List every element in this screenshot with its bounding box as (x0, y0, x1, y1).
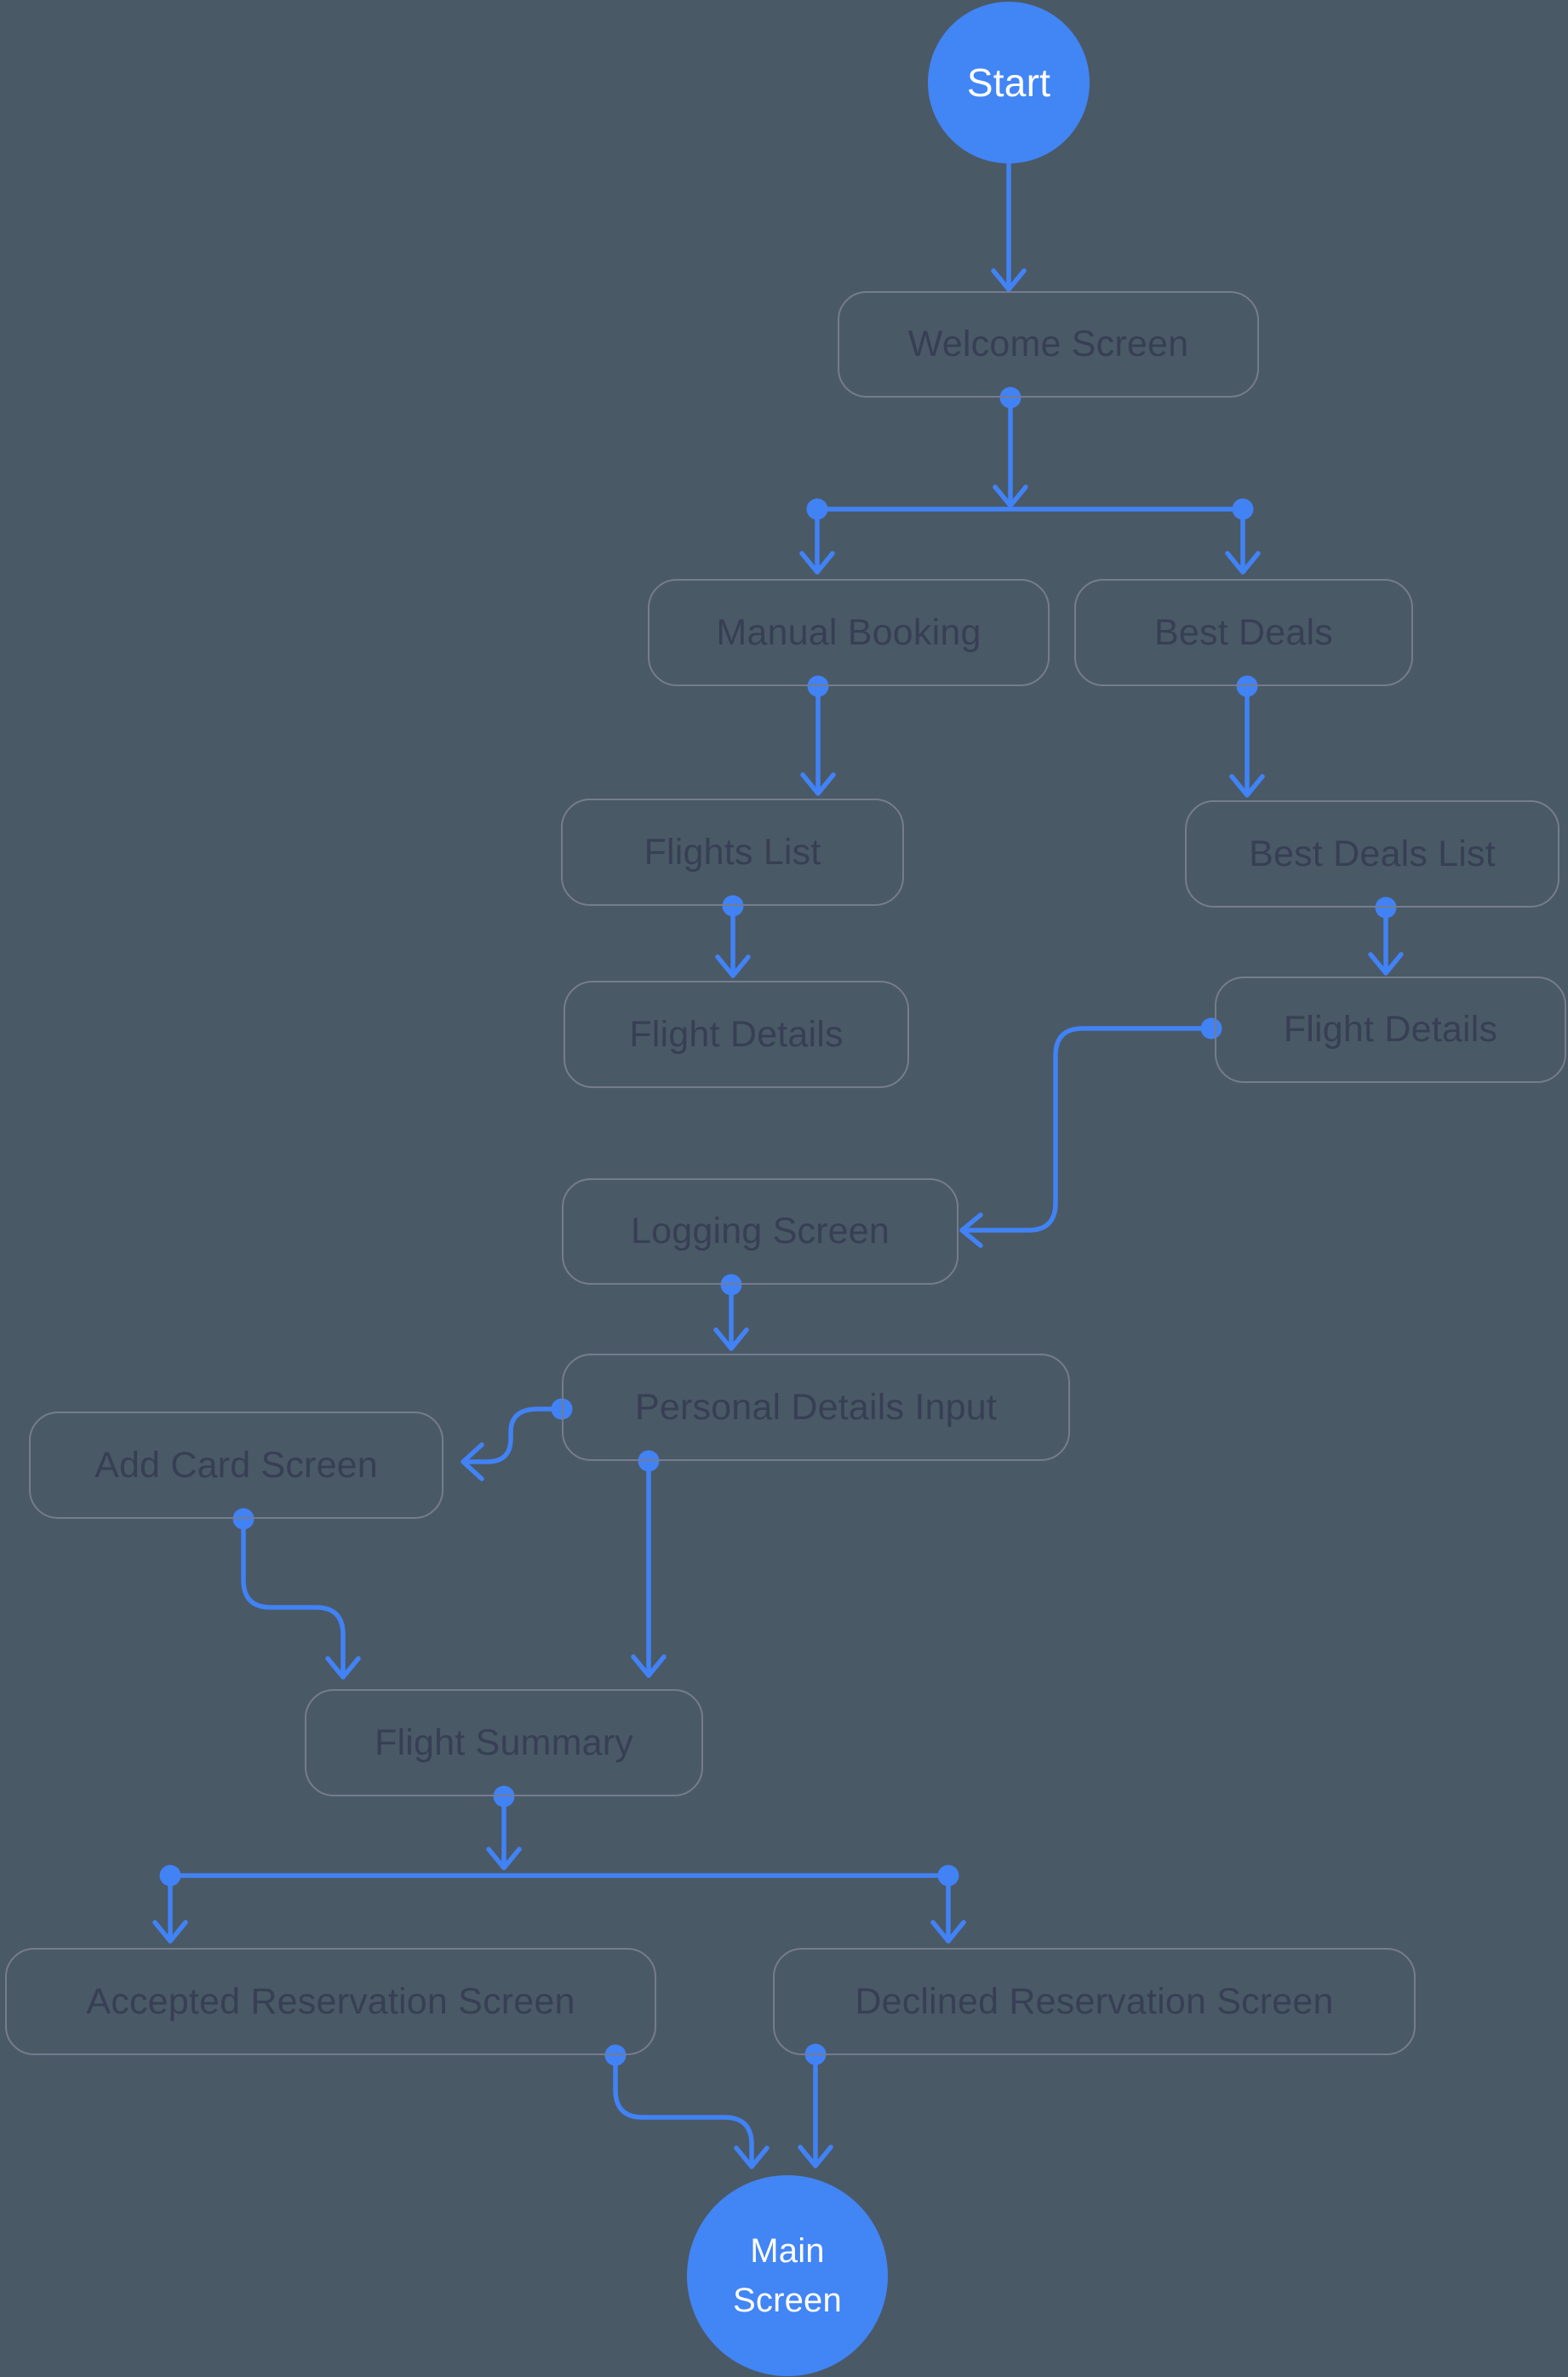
edge-manual-booking-to-flights-list (800, 675, 836, 796)
edge-logging-screen-to-personal-details-input (713, 1274, 749, 1351)
arrowhead-down-icon (486, 1847, 522, 1870)
node-start-label: Start (966, 60, 1051, 105)
edge-flight-summary-to-accepted-reservation (152, 1873, 188, 1944)
node-declined-reservation-screen-label: Declined Reservation Screen (855, 1980, 1334, 2022)
edge-flight-summary-to-declined-reservation (930, 1873, 966, 1944)
node-start: Start (928, 2, 1090, 163)
node-flight-details-deals: Flight Details (1215, 977, 1566, 1083)
edge-welcome-screen-split (806, 387, 1254, 520)
node-best-deals-label: Best Deals (1154, 611, 1333, 653)
arrowhead-down-icon (1229, 774, 1265, 798)
edge-flights-list-to-flight-details (715, 895, 751, 978)
arrowhead-down-icon (930, 1920, 966, 1944)
node-personal-details-input: Personal Details Input (562, 1354, 1070, 1461)
node-flights-list: Flights List (561, 799, 904, 906)
arrowhead-down-icon (713, 1327, 749, 1351)
node-flights-list-label: Flights List (644, 831, 821, 873)
edge-declined-reservation-to-main-screen (798, 2043, 833, 2168)
edge-best-deals-to-best-deals-list (1229, 675, 1265, 798)
arrowhead-down-icon (715, 954, 751, 978)
edge-personal-details-input-to-flight-summary (631, 1450, 667, 1678)
node-welcome-screen-label: Welcome Screen (907, 324, 1189, 364)
arrowhead-down-icon (800, 772, 836, 796)
node-best-deals: Best Deals (1074, 579, 1413, 686)
edge-welcome-screen-to-manual-booking (799, 507, 835, 575)
arrowhead-down-icon (631, 1654, 667, 1678)
node-personal-details-input-label: Personal Details Input (634, 1386, 998, 1428)
edge-add-card-screen-to-flight-summary (232, 1508, 361, 1680)
edge-personal-details-input-to-add-card-screen (461, 1398, 573, 1481)
node-logging-screen-label: Logging Screen (630, 1211, 890, 1252)
node-flight-details-deals-label: Flight Details (1283, 1009, 1498, 1050)
arrowhead-down-icon (1225, 551, 1261, 575)
arrowhead-left-icon (461, 1442, 484, 1481)
arrowhead-down-icon (991, 268, 1027, 292)
node-main-screen-label: Main Screen (733, 2232, 842, 2319)
node-best-deals-list-label: Best Deals List (1249, 833, 1496, 874)
edge-flight-details-to-logging-screen (959, 1017, 1222, 1248)
arrowhead-down-icon (993, 484, 1028, 508)
edge-welcome-screen-to-best-deals (1225, 507, 1261, 575)
arrowhead-down-icon (799, 551, 835, 575)
node-declined-reservation-screen: Declined Reservation Screen (773, 1948, 1416, 2055)
node-logging-screen: Logging Screen (562, 1178, 959, 1285)
node-welcome-screen: Welcome Screen (838, 291, 1259, 398)
node-add-card-screen-label: Add Card Screen (94, 1444, 378, 1486)
node-accepted-reservation-screen-label: Accepted Reservation Screen (86, 1980, 575, 2022)
edge-accepted-reservation-to-main-screen (604, 2044, 770, 2169)
arrowhead-down-icon (1368, 952, 1404, 976)
edge-start-to-welcome-screen (991, 161, 1027, 292)
node-manual-booking: Manual Booking (648, 579, 1050, 686)
node-main-screen: Main Screen (687, 2175, 888, 2376)
node-add-card-screen: Add Card Screen (29, 1412, 444, 1519)
node-flight-summary-label: Flight Summary (375, 1721, 633, 1763)
arrowhead-left-icon (959, 1212, 983, 1248)
arrowhead-down-icon (734, 2145, 770, 2169)
node-flight-summary: Flight Summary (305, 1689, 703, 1796)
node-best-deals-list: Best Deals List (1185, 800, 1559, 908)
arrowhead-down-icon (325, 1656, 361, 1680)
node-flight-details-manual-label: Flight Details (629, 1013, 844, 1055)
edge-best-deals-list-to-flight-details (1368, 896, 1404, 976)
arrowhead-down-icon (152, 1920, 188, 1944)
node-accepted-reservation-screen: Accepted Reservation Screen (5, 1948, 656, 2055)
edge-flight-summary-split (159, 1785, 959, 1887)
arrowhead-down-icon (798, 2145, 833, 2168)
node-flight-details-manual: Flight Details (564, 981, 909, 1088)
node-manual-booking-label: Manual Booking (716, 611, 981, 653)
